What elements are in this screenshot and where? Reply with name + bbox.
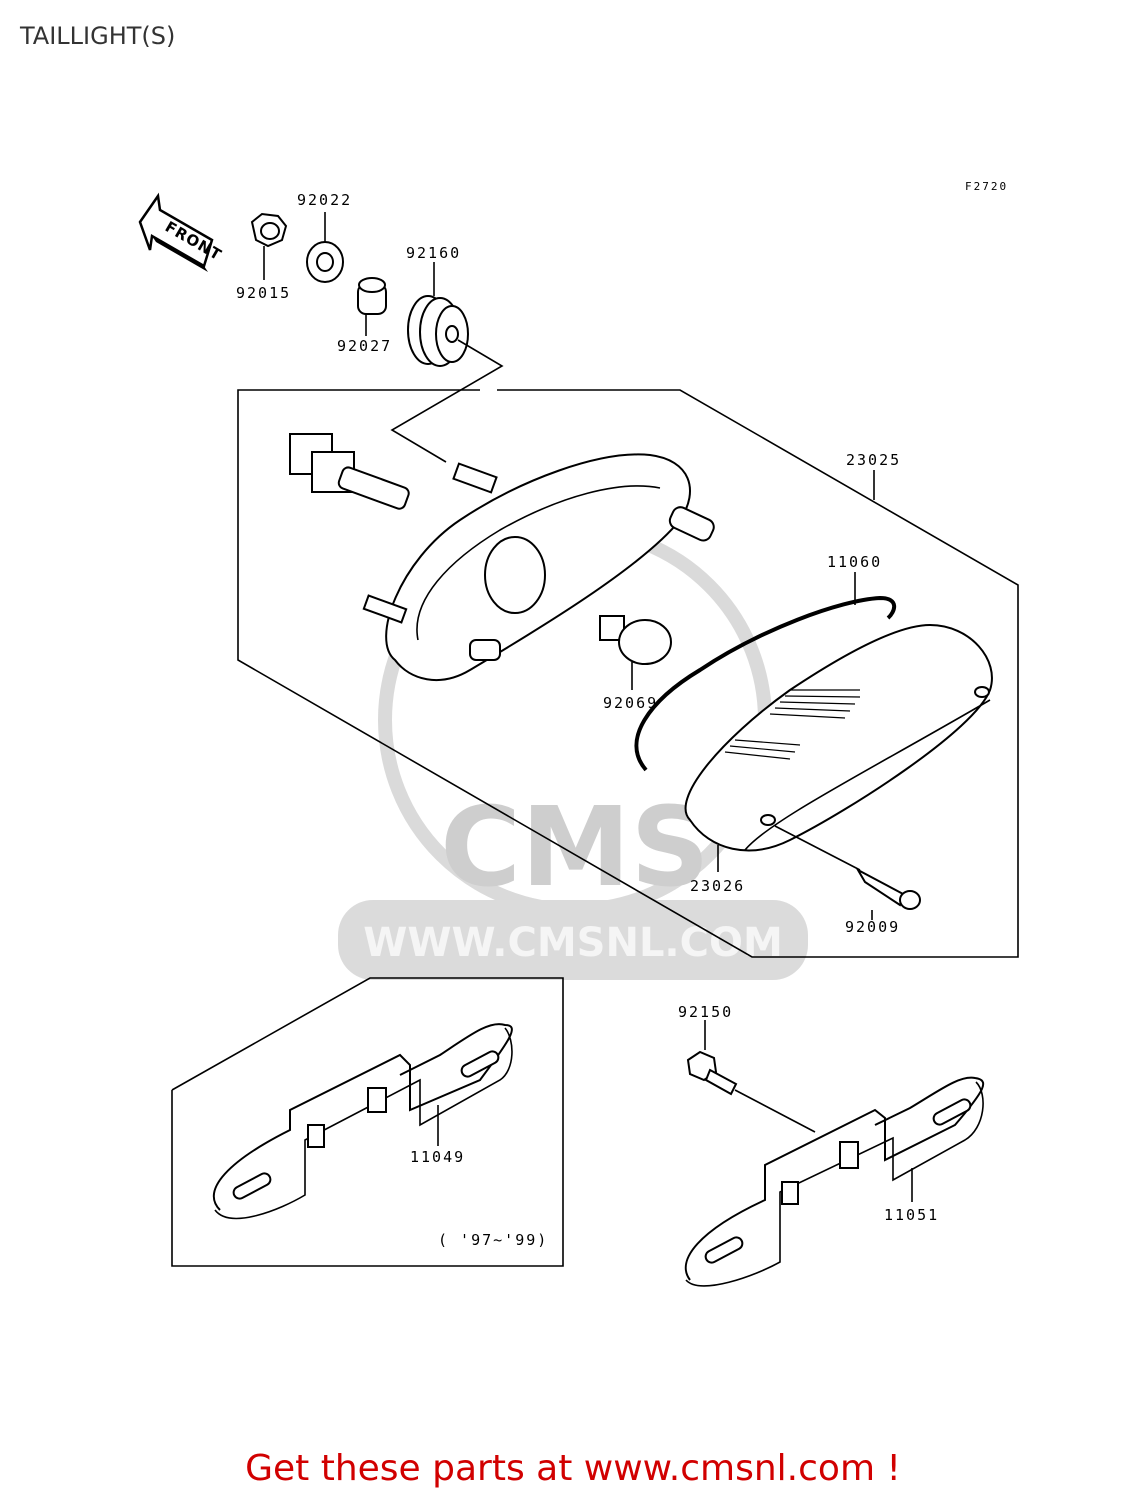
front-arrow-icon: FRONT — [138, 192, 225, 272]
part-label-23026: 23026 — [690, 877, 745, 895]
assembly-outline-23025 — [237, 389, 1019, 958]
watermark-url: WWW.CMSNL.COM — [363, 920, 783, 966]
part-label-92022: 92022 — [297, 191, 352, 209]
part-label-92009: 92009 — [845, 918, 900, 936]
watermark-brand: CMS — [440, 783, 709, 911]
taillight-housing — [289, 433, 715, 682]
watermark: CMS WWW.CMSNL.COM — [338, 523, 808, 980]
figure-code: F2720 — [965, 180, 1008, 193]
bulb-92069 — [599, 615, 672, 690]
bracket-11049 — [213, 1023, 513, 1220]
part-label-92069: 92069 — [603, 694, 658, 712]
nut-92015 — [250, 212, 288, 280]
year-note: ( '97~'99) — [438, 1231, 548, 1249]
page-title: TAILLIGHT(S) — [20, 22, 176, 50]
lens-23026 — [684, 623, 993, 872]
part-label-92160: 92160 — [406, 244, 461, 262]
bracket-11051 — [684, 1076, 985, 1287]
part-label-11051: 11051 — [884, 1206, 939, 1224]
part-label-11060: 11060 — [827, 553, 882, 571]
footer-promo: Get these parts at www.cmsnl.com ! — [245, 1448, 901, 1489]
part-label-11049: 11049 — [410, 1148, 465, 1166]
part-label-92027: 92027 — [337, 337, 392, 355]
collar-92027 — [357, 277, 387, 336]
bracket-box-11049 — [171, 977, 564, 1267]
part-label-92150: 92150 — [678, 1003, 733, 1021]
part-label-92015: 92015 — [236, 284, 291, 302]
grommet-92160 — [390, 262, 504, 463]
screw-92009 — [774, 825, 921, 920]
bolt-92150 — [686, 1020, 816, 1133]
gasket-11060 — [634, 572, 897, 772]
part-label-23025: 23025 — [846, 451, 901, 469]
washer-92022 — [306, 212, 344, 283]
